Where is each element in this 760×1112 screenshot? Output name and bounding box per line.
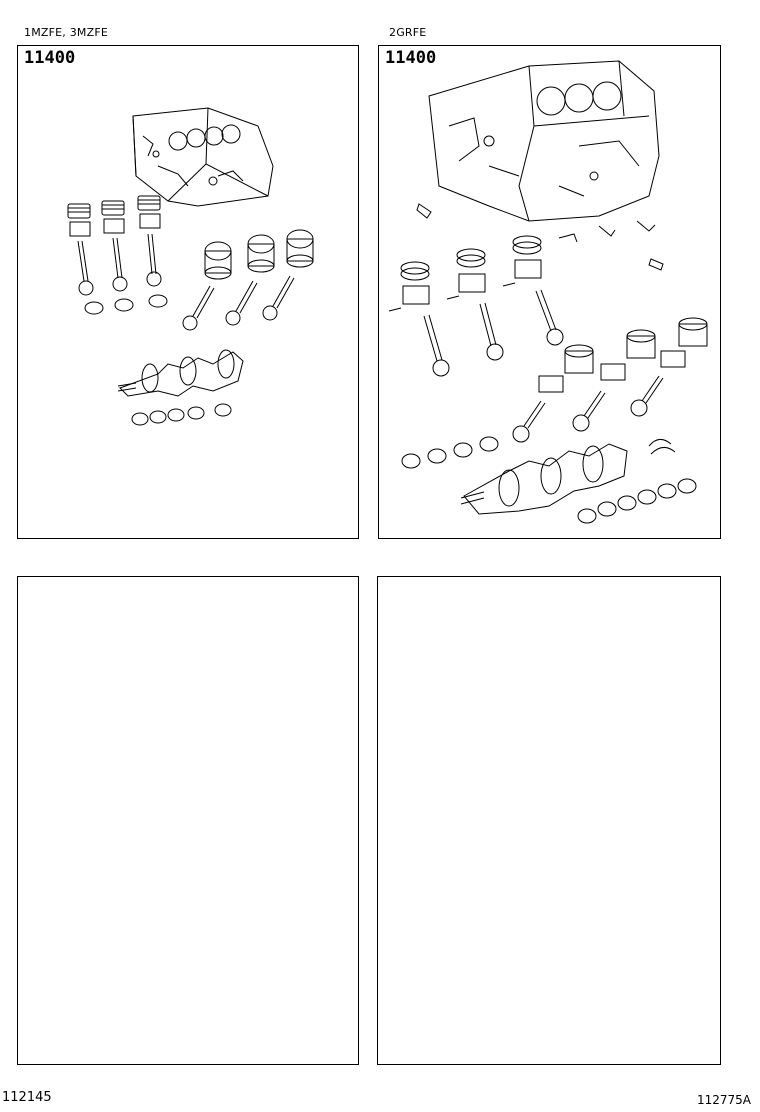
rod-bearings-drawing [402,437,498,468]
connecting-rods-left [424,290,563,376]
main-bearings-drawing [578,479,696,523]
piston-set-left [389,236,541,311]
panel-bottom-right[interactable] [377,576,721,1065]
connecting-rods-right [513,376,663,442]
engine-label-2grfe: 2GRFE [389,26,427,39]
oil-jets-drawing [417,204,663,270]
cylinder-block-drawing [429,61,659,221]
crankshaft-drawing [461,444,627,514]
connecting-rods-left [78,234,161,295]
connecting-rods-right [183,276,294,330]
panel-top-right[interactable]: 11400 [378,45,721,539]
part-number: 11400 [24,48,76,68]
rod-bearings-left [85,295,167,314]
main-bearings-drawing [132,404,231,425]
engine-short-block-2grfe-illustration [379,46,722,540]
part-number: 11400 [385,48,437,68]
engine-label-1mzfe-3mzfe: 1MZFE, 3MZFE [24,26,108,39]
panel-top-left[interactable]: 11400 [17,45,359,539]
piston-set-right [539,318,707,392]
panel-bottom-left[interactable] [17,576,359,1065]
cylinder-block-drawing [133,108,273,206]
piston-set-left [68,196,160,236]
engine-short-block-1mzfe-illustration [18,46,360,540]
crankshaft-drawing [118,350,243,396]
thrust-washers-drawing [649,439,675,454]
piston-set-right [205,230,313,279]
footer-right-code: 112775A [697,1093,752,1107]
footer-left-code: 112145 [2,1090,52,1105]
